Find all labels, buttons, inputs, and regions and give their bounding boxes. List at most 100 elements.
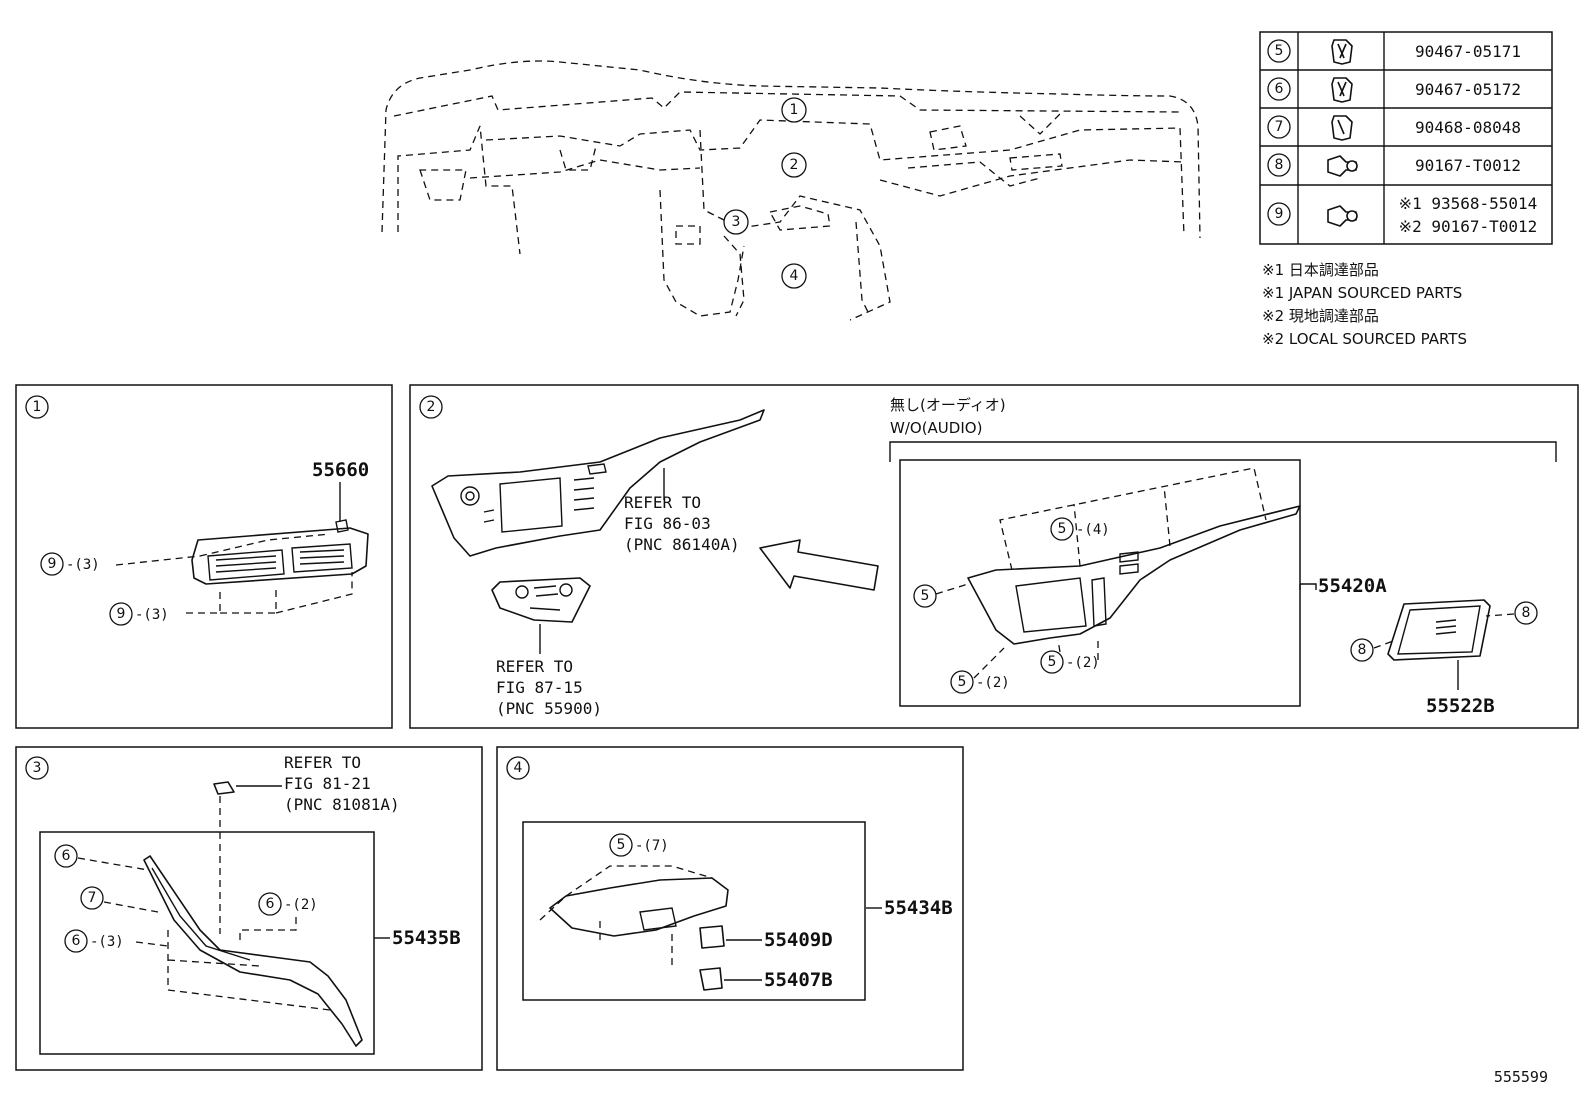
clip-icon [1331,77,1353,103]
lower-panel-assembly [549,877,729,937]
panel-3-inner-box [39,831,375,1055]
legend-ref-9 [1267,202,1291,226]
panel-2-badge [419,395,443,419]
dashboard-overview [381,60,1201,321]
refer-to-label: REFER TO [496,657,573,676]
legend-ref-5-label: 5 [1275,43,1284,59]
callout-6 [258,892,282,916]
legend-note: ※1 JAPAN SOURCED PARTS [1262,284,1462,302]
part-number-label: 55434B [884,897,953,919]
callout-8-label: 8 [1522,605,1531,621]
legend-ref-5 [1267,39,1291,63]
panel-4-badge-label: 4 [514,760,523,776]
callout-5-label: 5 [958,674,967,690]
overview-callout-4 [781,263,807,289]
overview-callout-4-label: 4 [790,268,799,284]
callout-5-label: 5 [1058,521,1067,537]
callout-qty: -(2) [284,897,318,913]
panel-2: 2 REFER TO FIG 86-03 (PNC 86140A) REFER … [409,384,1579,729]
overview-callout-2-label: 2 [790,157,799,173]
refer-to-label: FIG 81-21 [284,774,371,793]
figure-id: 555599 [1494,1068,1548,1086]
callout-7-label: 7 [88,890,97,906]
part-number-label: 55522B [1426,695,1495,717]
legend-ref-9-label: 9 [1275,206,1284,222]
climate-control-panel [491,577,591,623]
trim-cover-panel [967,505,1301,645]
callout-qty: -(3) [135,607,169,623]
callout-8 [1350,638,1374,662]
part-number-label: 55435B [392,927,461,949]
legend-note: ※1 日本調達部品 [1262,261,1379,279]
blank-cover-plate [1387,599,1491,661]
callout-5 [1050,517,1074,541]
callout-9-label: 9 [48,556,57,572]
audio-display-panel [431,409,765,557]
callout-5 [1040,650,1064,674]
overview-callout-2 [781,152,807,178]
part-number-label: 55409D [764,929,833,951]
switch-hole-cover-part [699,925,725,949]
overview-callout-3-label: 3 [732,214,741,230]
overview-callout-3 [723,209,749,235]
clip-icon [1331,115,1353,141]
callout-5 [950,670,974,694]
callout-5 [609,833,633,857]
overview-callout-1 [781,97,807,123]
callout-qty: -(4) [1076,522,1110,538]
side-trim-panel [143,855,363,1047]
overview-callout-1-label: 1 [790,102,799,118]
variant-label-en: W/O(AUDIO) [890,419,982,437]
legend-ref-8 [1267,153,1291,177]
variant-label-jp: 無し(オーディオ) [890,396,1006,414]
callout-8-label: 8 [1358,642,1367,658]
callout-8 [1514,601,1538,625]
callout-qty: -(2) [976,675,1010,691]
panel-3: 3 REFER TO FIG 81-21 (PNC 81081A) 6 7 6 … [15,746,483,1071]
part-number-label: 55407B [764,969,833,991]
refer-to-label: (PNC 81081A) [284,795,400,814]
part-number-label: 55420A [1318,575,1387,597]
callout-qty: -(3) [90,934,124,950]
refer-to-label: REFER TO [284,753,361,772]
refer-to-label: REFER TO [624,493,701,512]
callout-5-label: 5 [617,837,626,853]
connector-part [213,781,235,795]
screw-icon [1327,205,1358,227]
refer-to-label: (PNC 86140A) [624,535,740,554]
refer-to-label: FIG 86-03 [624,514,711,533]
part-number-label: 55660 [312,459,369,481]
callout-9 [109,602,133,626]
callout-6-label: 6 [266,896,275,912]
callout-7 [80,886,104,910]
variant-bracket [889,441,1557,462]
refer-to-label: (PNC 55900) [496,699,602,718]
legend-part-number: ※1 93568-55014 [1399,194,1538,213]
legend-part-number: 90467-05171 [1415,42,1521,61]
legend-note: ※2 現地調達部品 [1262,307,1379,325]
panel-3-badge [25,756,49,780]
arrow-icon [759,539,879,591]
callout-5-label: 5 [921,588,930,604]
panel-4-badge [506,756,530,780]
callout-6 [54,844,78,868]
callout-6-label: 6 [72,933,81,949]
callout-9-label: 9 [117,606,126,622]
variant-inner-box [899,459,1301,707]
legend-part-number-alt: ※2 90167-T0012 [1399,217,1538,236]
callout-qty: -(3) [66,557,100,573]
screw-icon [1327,155,1358,177]
callout-6-label: 6 [62,848,71,864]
callout-5-label: 5 [1048,654,1057,670]
panel-4-inner-box [522,821,866,1001]
panel-1-badge [25,395,49,419]
panel-4: 4 5 -(7) 55409D 55407B 55434B [496,746,964,1071]
refer-to-label: FIG 87-15 [496,678,583,697]
legend-part-number: 90467-05172 [1415,80,1521,99]
panel-1-badge-label: 1 [33,399,42,415]
panel-2-badge-label: 2 [427,399,436,415]
callout-6 [64,929,88,953]
legend-ref-6-label: 6 [1275,81,1284,97]
legend-part-number: 90468-08048 [1415,118,1521,137]
